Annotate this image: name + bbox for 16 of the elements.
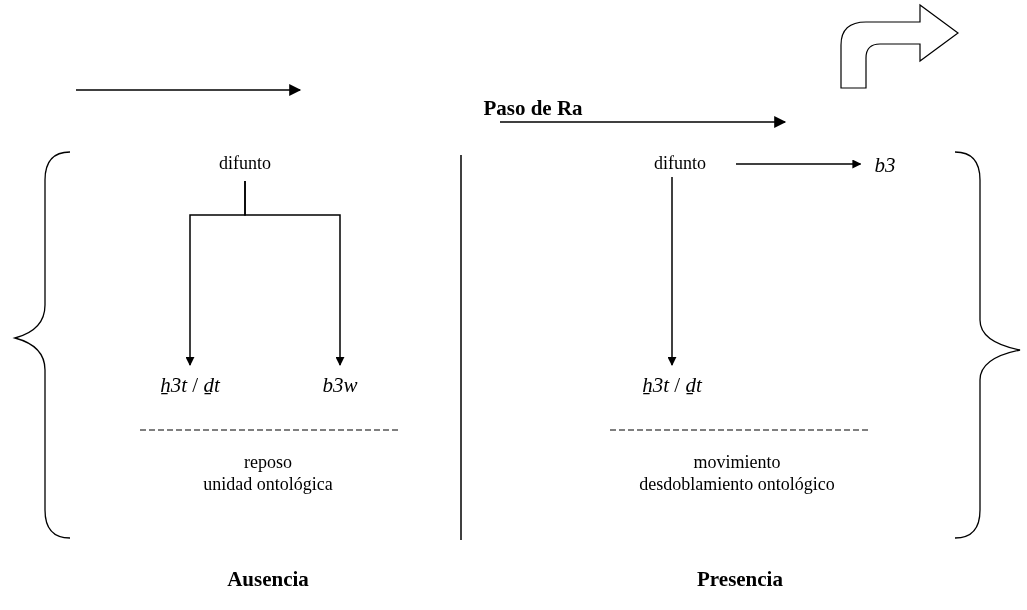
node-text: difunto [217, 153, 273, 175]
arrow [667, 176, 677, 366]
heading: Presencia [697, 567, 783, 593]
caption-text: reposo [244, 452, 292, 474]
caption-text: unidad ontológica [203, 474, 333, 496]
caption-text: desdoblamiento ontológico [639, 474, 835, 496]
node-text: ẖ3t / ḏt [158, 373, 222, 399]
caption-text: movimiento [693, 452, 781, 474]
arrow [244, 180, 345, 366]
arrow [735, 159, 862, 169]
node-text: difunto [652, 153, 708, 175]
heading: Ausencia [227, 567, 309, 593]
node-text: ẖ3t / ḏt [640, 373, 704, 399]
node-text: b3w [320, 373, 360, 399]
node-text: b3 [872, 153, 898, 179]
heading: Paso de Ra [483, 96, 583, 122]
